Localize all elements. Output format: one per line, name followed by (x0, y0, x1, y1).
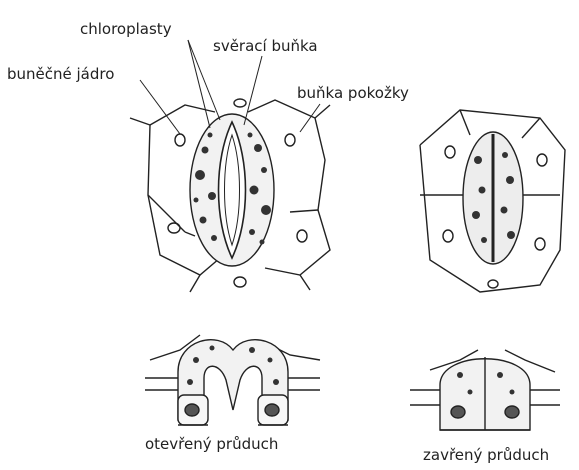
leader-line-chloroplasty (188, 40, 210, 128)
nucleus (535, 238, 545, 250)
label-zavreny-pruduch: zavřený průduch (423, 448, 549, 463)
nucleus (234, 277, 246, 287)
nucleus (443, 230, 453, 242)
nucleus (168, 223, 180, 233)
label-otevreny-pruduch: otevřený průduch (145, 437, 278, 452)
label-bunecne-jadro: buněčné jádro (7, 67, 114, 82)
epidermal-cell-outline (522, 118, 540, 138)
leader-line-jadro (140, 80, 180, 134)
label-chloroplasty: chloroplasty (80, 22, 172, 37)
leader-line-sveraci (244, 56, 262, 125)
label-sveraci-bunka: svěrací buňka (213, 39, 318, 54)
nucleus (505, 406, 519, 418)
open-stoma-surface-view (130, 40, 330, 292)
nucleus (175, 134, 185, 146)
epidermal-cell-outline (190, 275, 200, 292)
nucleus (265, 404, 279, 416)
epidermal-cell-outline (265, 210, 330, 275)
nucleus (297, 230, 307, 242)
nucleus (445, 146, 455, 158)
nucleus (234, 99, 246, 107)
nucleus (488, 280, 498, 288)
nucleus (185, 404, 199, 416)
epidermal-cell-outline (290, 210, 318, 212)
epidermal-cell-outline (300, 275, 310, 290)
open-stoma-cross-section (145, 335, 320, 425)
epidermal-cell-outline (315, 105, 330, 118)
nucleus (537, 154, 547, 166)
nucleus (451, 406, 465, 418)
epidermal-cell-outline (148, 125, 185, 232)
epidermal-cell-outline (130, 118, 150, 125)
label-bunka-pokozky: buňka pokožky (297, 86, 409, 101)
epidermal-cell-outline (460, 110, 470, 135)
nucleus (285, 134, 295, 146)
closed-stoma-surface-view (420, 110, 565, 292)
epidermal-cell-outline (185, 232, 195, 236)
closed-stoma-cross-section (410, 350, 560, 430)
